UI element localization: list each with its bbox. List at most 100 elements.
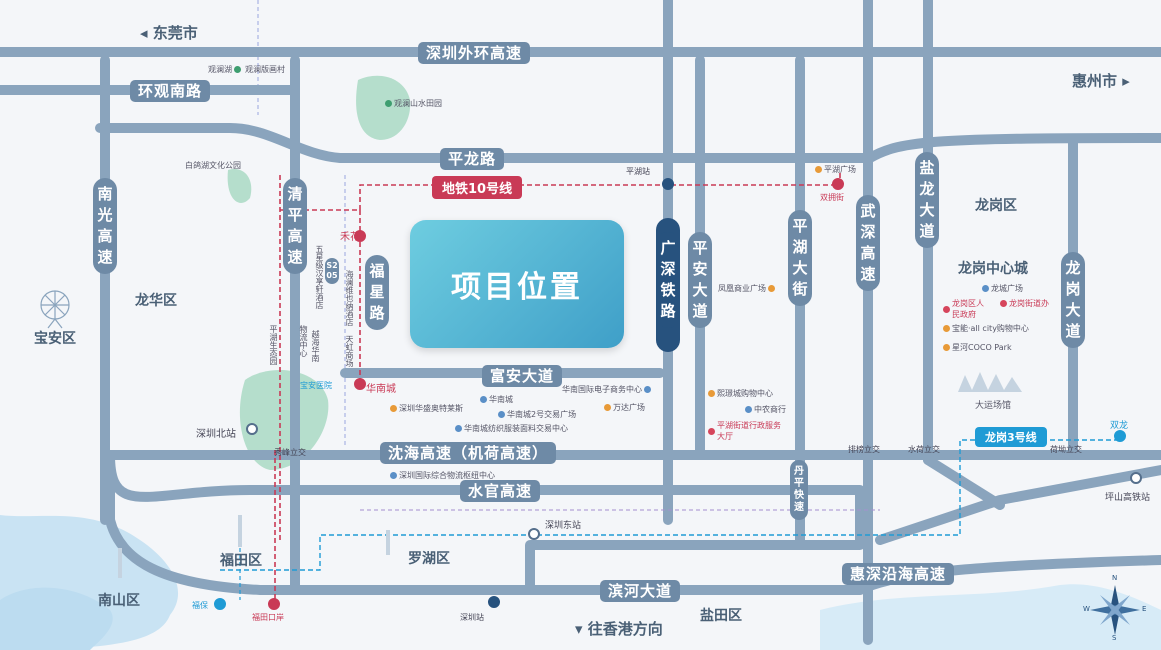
district-yantian: 盐田区 <box>700 608 742 624</box>
station-shenzhennorth: 深圳北站 <box>196 429 236 440</box>
station-pinghu: 平湖站 <box>626 167 650 176</box>
district-futian: 福田区 <box>220 553 262 569</box>
tower-icon <box>118 515 390 578</box>
poi-longgangzhengfu: 龙岗区人民政府 <box>943 298 991 320</box>
metro-station-icon <box>1114 430 1126 442</box>
poi-label: 凤凰商业广场 <box>718 284 766 293</box>
road-shuiguan: 水官高速 <box>460 480 541 502</box>
poi-label: 平湖广场 <box>824 165 856 174</box>
metro-station-icon <box>832 178 844 190</box>
poi-label: 观澜湖 <box>208 65 232 74</box>
station-hehua: 禾花 <box>340 232 360 243</box>
poi-dot-icon <box>768 285 775 292</box>
metro-station-icon <box>214 598 226 610</box>
train-station-icon <box>246 423 258 435</box>
station-shuanglong: 双龙 <box>1110 421 1129 431</box>
road-fuan: 富安大道 <box>482 365 563 387</box>
stadium-icon <box>958 372 1022 392</box>
city-dongguan: ◂ 东莞市 <box>140 24 198 42</box>
poi-dot-icon <box>455 425 462 432</box>
poi-dot-icon <box>708 390 715 397</box>
poi-dot-icon <box>480 396 487 403</box>
district-baoan: 宝安区 <box>34 331 76 347</box>
poi-label: 海澜维也纳酒店 <box>345 270 354 326</box>
city-dongguan-label: 东莞市 <box>152 24 198 42</box>
park-bailuhu <box>227 169 252 203</box>
water-dapeng <box>820 584 1161 650</box>
poi-label: 中农商行 <box>754 405 786 414</box>
poi-dot-icon <box>943 344 950 351</box>
poi-wuliuhub: 深圳国际综合物流枢纽中心 <box>390 470 495 481</box>
ferris-wheel-icon <box>40 290 70 329</box>
district-longhua: 龙华区 <box>135 293 177 309</box>
train-station-icon <box>528 528 540 540</box>
poi-label: 观澜版画村 <box>245 65 285 74</box>
poi-dot-icon <box>385 100 392 107</box>
poi-dot-icon <box>234 66 241 73</box>
city-huizhou-label: 惠州市 <box>1072 72 1118 90</box>
poi-dayun: 大运场馆 <box>975 398 1011 411</box>
road-pinglong: 平龙路 <box>440 148 505 170</box>
poi-longgangjiedao: 龙岗街道办 <box>1000 298 1049 309</box>
poi-label: 宝安医院 <box>300 381 332 390</box>
poi-dot-icon <box>390 472 397 479</box>
poi-label: 平湖街道行政服务大厅 <box>717 421 781 441</box>
compass-e: E <box>1142 605 1147 613</box>
poi-pinghuguangchang: 平湖广场 <box>815 164 856 175</box>
poi-label: 星河COCO Park <box>952 343 1012 352</box>
poi-label: 深圳华盛奥特莱斯 <box>399 404 463 413</box>
road-yanlong: 盐龙大道 <box>915 152 939 248</box>
poi-zhongnong: 中农商行 <box>745 404 786 415</box>
park-guanlan <box>356 75 411 140</box>
poi-huanancheng2: 华南城2号交易广场 <box>498 409 576 420</box>
station-shenzheneast: 深圳东站 <box>545 521 582 531</box>
poi-dianzi: 华南国际电子商务中心 <box>562 384 651 395</box>
district-luohu: 罗湖区 <box>408 551 450 567</box>
metro-station-icon <box>354 230 366 242</box>
poi-label: 深圳国际综合物流枢纽中心 <box>399 471 495 480</box>
poi-wuliu: 物流中心 <box>298 325 309 357</box>
poi-yuehai: 越海华南 <box>310 330 321 362</box>
city-hongkong: ▾ 往香港方向 <box>575 620 663 638</box>
poi-label: 大运场馆 <box>975 401 1012 411</box>
poi-baoanyiyuan: 宝安医院 <box>300 380 332 391</box>
poi-label: 五星级汉享轩酒店 <box>315 245 324 309</box>
poi-label: 龙城广场 <box>991 284 1023 293</box>
poi-dot-icon <box>498 411 505 418</box>
poi-fangzhi: 华南城纺织服装面料交易中心 <box>455 423 568 434</box>
poi-guanlanhu: 观澜湖 <box>208 64 241 75</box>
poi-fengying: 凤凰商业广场 <box>718 283 775 294</box>
station-huanancheng: 华南城 <box>366 384 396 395</box>
road-huanguannan: 环观南路 <box>130 80 211 102</box>
train-station-icon <box>1130 472 1142 484</box>
poi-baoneng: 宝能·all city购物中心 <box>943 323 1029 334</box>
district-longgang: 龙岗区 <box>975 198 1017 214</box>
poi-label: 越海华南 <box>311 330 320 362</box>
poi-dot-icon <box>943 305 950 313</box>
road-nanguang: 南光高速 <box>93 178 117 274</box>
station-fubao: 福保 <box>192 601 208 610</box>
compass-n: N <box>1112 574 1118 582</box>
poi-label: 万达广场 <box>613 403 645 412</box>
road-guangshen: 广深铁路 <box>656 232 680 328</box>
poi-wuxing: 五星级汉享轩酒店 <box>314 245 325 309</box>
poi-label: 白鸽湖文化公园 <box>185 161 241 170</box>
road-huishen: 惠深沿海高速 <box>842 563 955 585</box>
road-shenhai: 沈海高速（机荷高速） <box>380 442 557 464</box>
poi-dot-icon <box>708 427 715 435</box>
compass-s: S <box>1112 634 1117 642</box>
road-fuxing: 福星路 <box>365 255 389 330</box>
interchange-xiufeng: 秀峰立交 <box>274 448 306 457</box>
poi-pinghujiedao: 平湖街道行政服务大厅 <box>708 420 786 442</box>
road-danping: 丹平快速 <box>790 460 808 520</box>
project-location-box[interactable]: 项目位置 <box>410 220 624 348</box>
road-waihuan: 深圳外环高速 <box>418 42 531 64</box>
interchange-shuihe: 水荷立交 <box>908 445 940 454</box>
road-s205: S205 <box>325 258 339 284</box>
metro-station-icon <box>268 598 280 610</box>
metro-station-icon <box>354 378 366 390</box>
poi-label: 观澜山水田园 <box>394 99 442 108</box>
district-longgang-center: 龙岗中心城 <box>958 261 1028 277</box>
road-binhe: 滨河大道 <box>600 580 681 602</box>
poi-label: 天虹商场 <box>345 335 354 367</box>
